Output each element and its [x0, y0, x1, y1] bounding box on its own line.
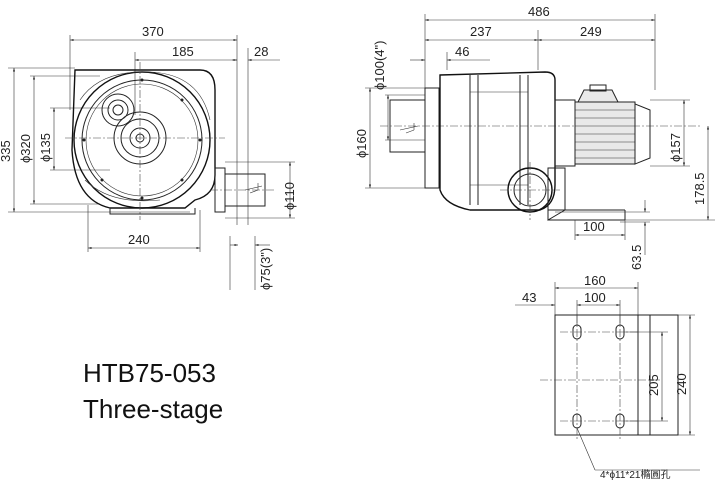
- dim-28: 28: [254, 44, 268, 59]
- dim-249: 249: [580, 24, 602, 39]
- dim-160-base: 160: [584, 273, 606, 288]
- side-view: 486 237 249 46 ϕ100(4") ϕ160: [354, 4, 715, 270]
- dim-185: 185: [172, 44, 194, 59]
- dim-100-base: 100: [584, 290, 606, 305]
- front-view: 370 185 28 335 ϕ320 ϕ135: [0, 24, 297, 290]
- dim-335: 335: [0, 140, 13, 162]
- dim-43: 43: [522, 290, 536, 305]
- dim-237: 237: [470, 24, 492, 39]
- dim-63-5: 63.5: [629, 245, 644, 270]
- dim-205: 205: [646, 374, 661, 396]
- dim-100-side: 100: [583, 219, 605, 234]
- model-name: HTB75-053: [83, 358, 216, 388]
- dim-dia-157: ϕ157: [668, 133, 683, 162]
- dim-dia-110: ϕ110: [282, 182, 297, 210]
- dim-240: 240: [128, 232, 150, 247]
- dim-240-base: 240: [674, 373, 689, 395]
- dim-dia-100: ϕ100(4"): [372, 41, 387, 90]
- base-plate-view: 160 100 43 205 240 4*ϕ11: [515, 273, 700, 481]
- dim-dia-320: ϕ320: [18, 134, 33, 163]
- dim-dia-160: ϕ160: [354, 129, 369, 158]
- model-stage: Three-stage: [83, 394, 223, 424]
- dim-486: 486: [528, 4, 550, 19]
- dim-370: 370: [142, 24, 164, 39]
- holes-note: 4*ϕ11*21橢圓孔: [600, 468, 670, 481]
- dim-dia-75: ϕ75(3"): [258, 248, 273, 290]
- dim-dia-135: ϕ135: [38, 133, 53, 162]
- dim-178-5: 178.5: [692, 172, 707, 205]
- model-label: HTB75-053 Three-stage: [83, 358, 223, 424]
- dim-46: 46: [455, 44, 469, 59]
